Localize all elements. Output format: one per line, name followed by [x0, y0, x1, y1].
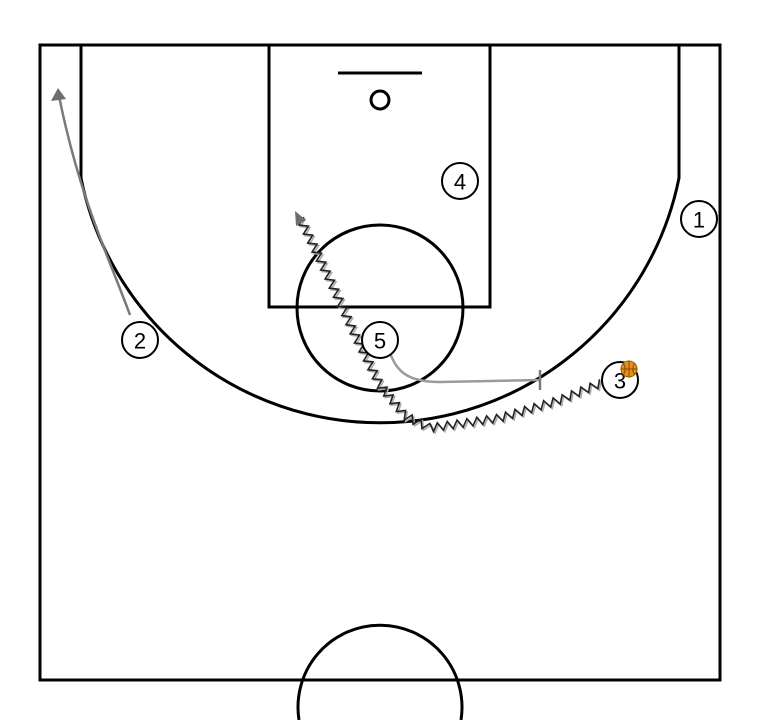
screen-path-player-5 — [386, 346, 541, 384]
rim — [369, 89, 391, 111]
arrowhead-icon — [295, 211, 306, 226]
three-point-line — [79, 45, 681, 425]
cut-path-player-2 — [57, 95, 132, 316]
player-5-label: 5 — [374, 329, 386, 354]
basketball-icon — [620, 360, 638, 378]
dribble-path-player-3 — [297, 216, 602, 435]
player-4[interactable]: 4 — [441, 162, 479, 200]
player-4-label: 4 — [454, 170, 466, 195]
center-circle — [296, 623, 464, 720]
player-2-label: 2 — [134, 329, 146, 354]
player-5[interactable]: 5 — [361, 321, 399, 359]
free-throw-circle — [295, 223, 465, 393]
arrowhead-icon — [51, 88, 66, 101]
player-1[interactable]: 1 — [680, 200, 718, 238]
player-2[interactable]: 2 — [121, 321, 159, 359]
paint-lane — [267, 43, 492, 309]
player-1-label: 1 — [693, 208, 705, 233]
